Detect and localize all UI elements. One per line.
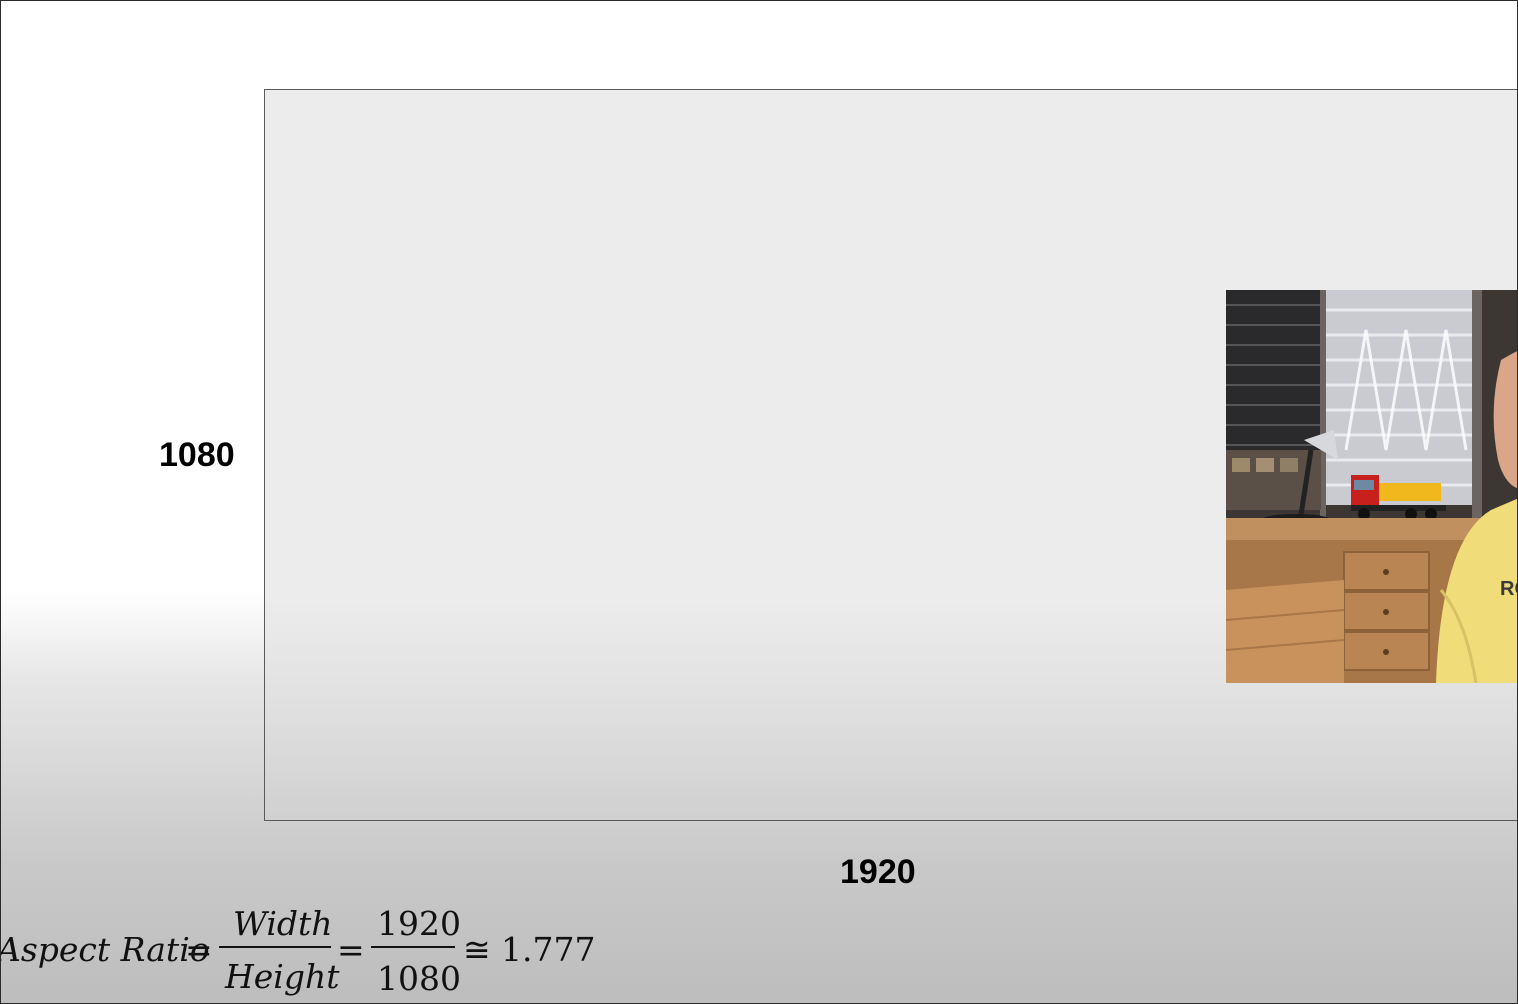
shirt-text: RC [1500, 578, 1518, 600]
fraction-numerator-1920: 1920 [377, 904, 461, 943]
fraction-bar-2 [371, 946, 455, 948]
formula-equals-2: = [337, 930, 365, 969]
formula-equals-1: = [185, 930, 213, 969]
formula-lhs: Aspect Ratio [0, 930, 210, 969]
formula-result: 1.777 [501, 930, 596, 969]
height-label: 1080 [159, 436, 235, 474]
fraction-bar-1 [219, 946, 331, 948]
fraction-denominator-1080: 1080 [377, 959, 461, 998]
webcam-video: RC [1226, 290, 1518, 683]
fraction-numerator-width: Width [233, 904, 333, 943]
approx-symbol: ≅ [463, 930, 491, 969]
fraction-denominator-height: Height [225, 957, 340, 996]
width-label: 1920 [840, 853, 916, 891]
webcam-overlay: RC [1226, 290, 1518, 683]
